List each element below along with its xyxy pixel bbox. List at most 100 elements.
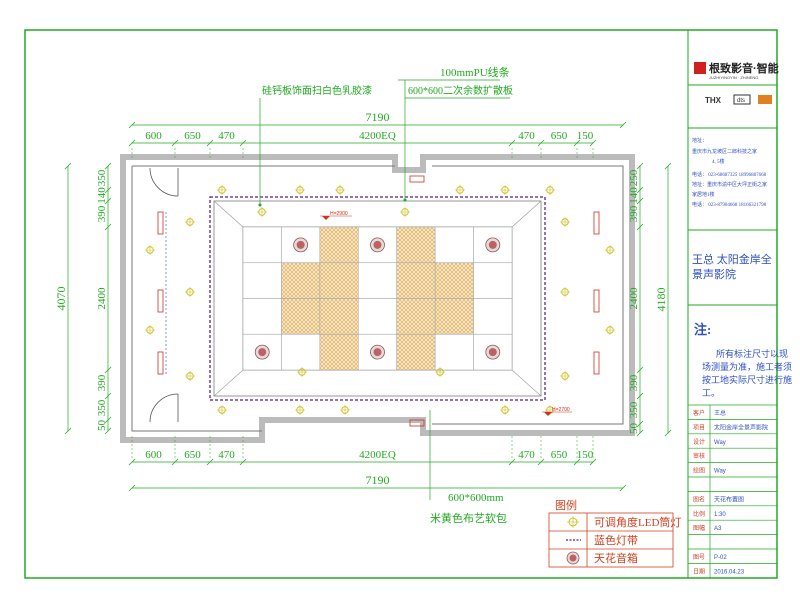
dimension-total-label: 4180 bbox=[654, 288, 668, 312]
fabric-tile bbox=[396, 262, 436, 299]
diffuser-tile bbox=[434, 333, 474, 371]
dimension-label: 600 bbox=[145, 449, 162, 461]
dimension-label: 350 bbox=[96, 169, 108, 186]
note-text: 所有标注尺寸以现 场测量为准，施工者须 按工地实际尺寸进行施 工。 bbox=[702, 348, 792, 398]
ceiling-corner-lines bbox=[213, 200, 542, 397]
door-arcs bbox=[149, 167, 179, 423]
titleblock-value: Way bbox=[714, 469, 726, 475]
pu-line-label: 100mmPU线条 bbox=[440, 65, 510, 79]
wall-speaker-top bbox=[409, 175, 425, 183]
dts-badge bbox=[733, 94, 751, 105]
fabric-tile bbox=[434, 262, 474, 299]
legend: 图例 可调角度LED筒灯 蓝色灯带 天花音箱 bbox=[548, 498, 681, 568]
dimension-label: 390 bbox=[628, 205, 640, 222]
svg-text:场测量为准，施工者须: 场测量为准，施工者须 bbox=[702, 361, 792, 372]
led-downlight-icon bbox=[295, 185, 305, 195]
ceiling-pu-line bbox=[213, 200, 542, 397]
fabric-tile bbox=[319, 333, 359, 371]
height-marker-2900: H=2900 bbox=[320, 211, 352, 220]
wall-speaker-left-mid bbox=[157, 289, 164, 313]
dimension-label: 470 bbox=[218, 130, 235, 142]
legend-speaker-icon bbox=[566, 551, 580, 565]
svg-text:4, 5楼: 4, 5楼 bbox=[712, 158, 725, 165]
dimension-label: 4200EQ bbox=[359, 449, 396, 461]
diffuser-tile bbox=[242, 298, 282, 335]
wall-speaker-left-top bbox=[157, 211, 164, 235]
legend-led-icon bbox=[567, 516, 579, 528]
dimension-total-label: 4070 bbox=[54, 287, 68, 311]
titleblock-value: 1:30 bbox=[714, 512, 726, 518]
dimension-label: 2400 bbox=[628, 287, 640, 310]
led-downlight-icon bbox=[500, 185, 510, 195]
legend-blue-strip-label: 蓝色灯带 bbox=[594, 533, 638, 547]
fabric-tile bbox=[281, 298, 321, 335]
ceiling-speaker-icon bbox=[485, 237, 501, 253]
fabric-tile bbox=[434, 298, 474, 335]
ceiling-speaker-icon bbox=[370, 237, 385, 253]
fabric-tile bbox=[319, 298, 359, 335]
thx-badge: THX bbox=[705, 96, 722, 105]
led-downlight-icon bbox=[145, 245, 155, 255]
fabric-size-label: 600*600mm bbox=[448, 492, 504, 504]
room-wall-outer bbox=[120, 154, 635, 443]
dimension-label: 250 bbox=[628, 169, 640, 186]
ceiling-speaker-icon bbox=[293, 237, 309, 253]
annotation-leaders bbox=[259, 79, 510, 500]
fabric-tile bbox=[281, 262, 321, 299]
brand-badge-icon bbox=[758, 95, 772, 104]
dimension-label: 600 bbox=[145, 130, 162, 142]
titleblock-label: 比例 bbox=[693, 510, 705, 518]
diffuser-panel-label: 600*600二次余数扩散板 bbox=[408, 84, 513, 97]
led-downlight-icon bbox=[185, 287, 195, 297]
svg-text:地址：重庆市渝中区大坪正街之家: 地址：重庆市渝中区大坪正街之家 bbox=[692, 181, 767, 188]
diffuser-tile bbox=[242, 262, 282, 299]
wall-speaker-left-bottom bbox=[157, 351, 164, 375]
ceiling-tile-grid bbox=[242, 226, 513, 371]
logo-text: 根致影音·智能 bbox=[709, 61, 779, 75]
dimension-label: 4200EQ bbox=[359, 130, 396, 142]
led-downlight-icon bbox=[340, 405, 350, 415]
led-downlight-icon bbox=[455, 185, 465, 195]
led-downlight-icon bbox=[500, 405, 510, 415]
svg-text:H=2900: H=2900 bbox=[330, 211, 348, 217]
height-marker-2700: H=2700 bbox=[542, 407, 572, 416]
titleblock-value: 天花布置图 bbox=[714, 495, 744, 503]
dimension-label: 650 bbox=[184, 130, 201, 142]
titleblock-label: 图幅 bbox=[693, 524, 705, 532]
dimension-label: 650 bbox=[551, 449, 568, 461]
fabric-tile bbox=[319, 226, 359, 264]
dimension-label: 140 bbox=[96, 187, 108, 204]
title-block: 根致影音·智能 JUZHIYINGYIN · ZHINENG THX dts 地… bbox=[688, 61, 792, 578]
dimension-label: 150 bbox=[577, 449, 594, 461]
diffuser-tile bbox=[357, 262, 398, 299]
svg-text:工。: 工。 bbox=[702, 388, 720, 398]
led-downlight-icon bbox=[295, 405, 305, 415]
dimension-label: 350 bbox=[628, 401, 640, 418]
titleblock-label: 项目 bbox=[693, 424, 705, 431]
led-downlight-icon bbox=[605, 245, 615, 255]
dimension-label: 650 bbox=[551, 130, 568, 142]
led-downlight-icon bbox=[257, 207, 267, 217]
dimension-label: 390 bbox=[96, 374, 108, 391]
led-downlight-icon bbox=[560, 217, 570, 227]
svg-text:电话： 023-68687325 18996: 电话： 023-68687325 18996887668 bbox=[692, 171, 767, 178]
led-downlight-icon bbox=[605, 325, 615, 335]
titleblock-value: 太阳金岸全景声影院 bbox=[714, 423, 768, 431]
logo-icon bbox=[694, 62, 706, 74]
diffuser-tile bbox=[434, 226, 474, 264]
led-downlight-icon bbox=[335, 185, 345, 195]
svg-text:家居地1楼: 家居地1楼 bbox=[692, 191, 715, 198]
led-downlight-icon bbox=[217, 185, 227, 195]
titleblock-label: 绘图 bbox=[693, 467, 705, 475]
led-downlight-icon bbox=[560, 371, 570, 381]
fabric-tile bbox=[396, 298, 436, 335]
led-downlight-icon bbox=[217, 405, 227, 415]
led-downlight-icon bbox=[185, 371, 195, 381]
fabric-tile bbox=[319, 262, 359, 299]
svg-text:所有标注尺寸以现: 所有标注尺寸以现 bbox=[716, 348, 788, 359]
titleblock-value: A3 bbox=[714, 526, 722, 532]
blue-light-strip bbox=[209, 196, 546, 401]
diffuser-tile bbox=[473, 298, 513, 335]
svg-text:地址：: 地址： bbox=[692, 137, 707, 144]
